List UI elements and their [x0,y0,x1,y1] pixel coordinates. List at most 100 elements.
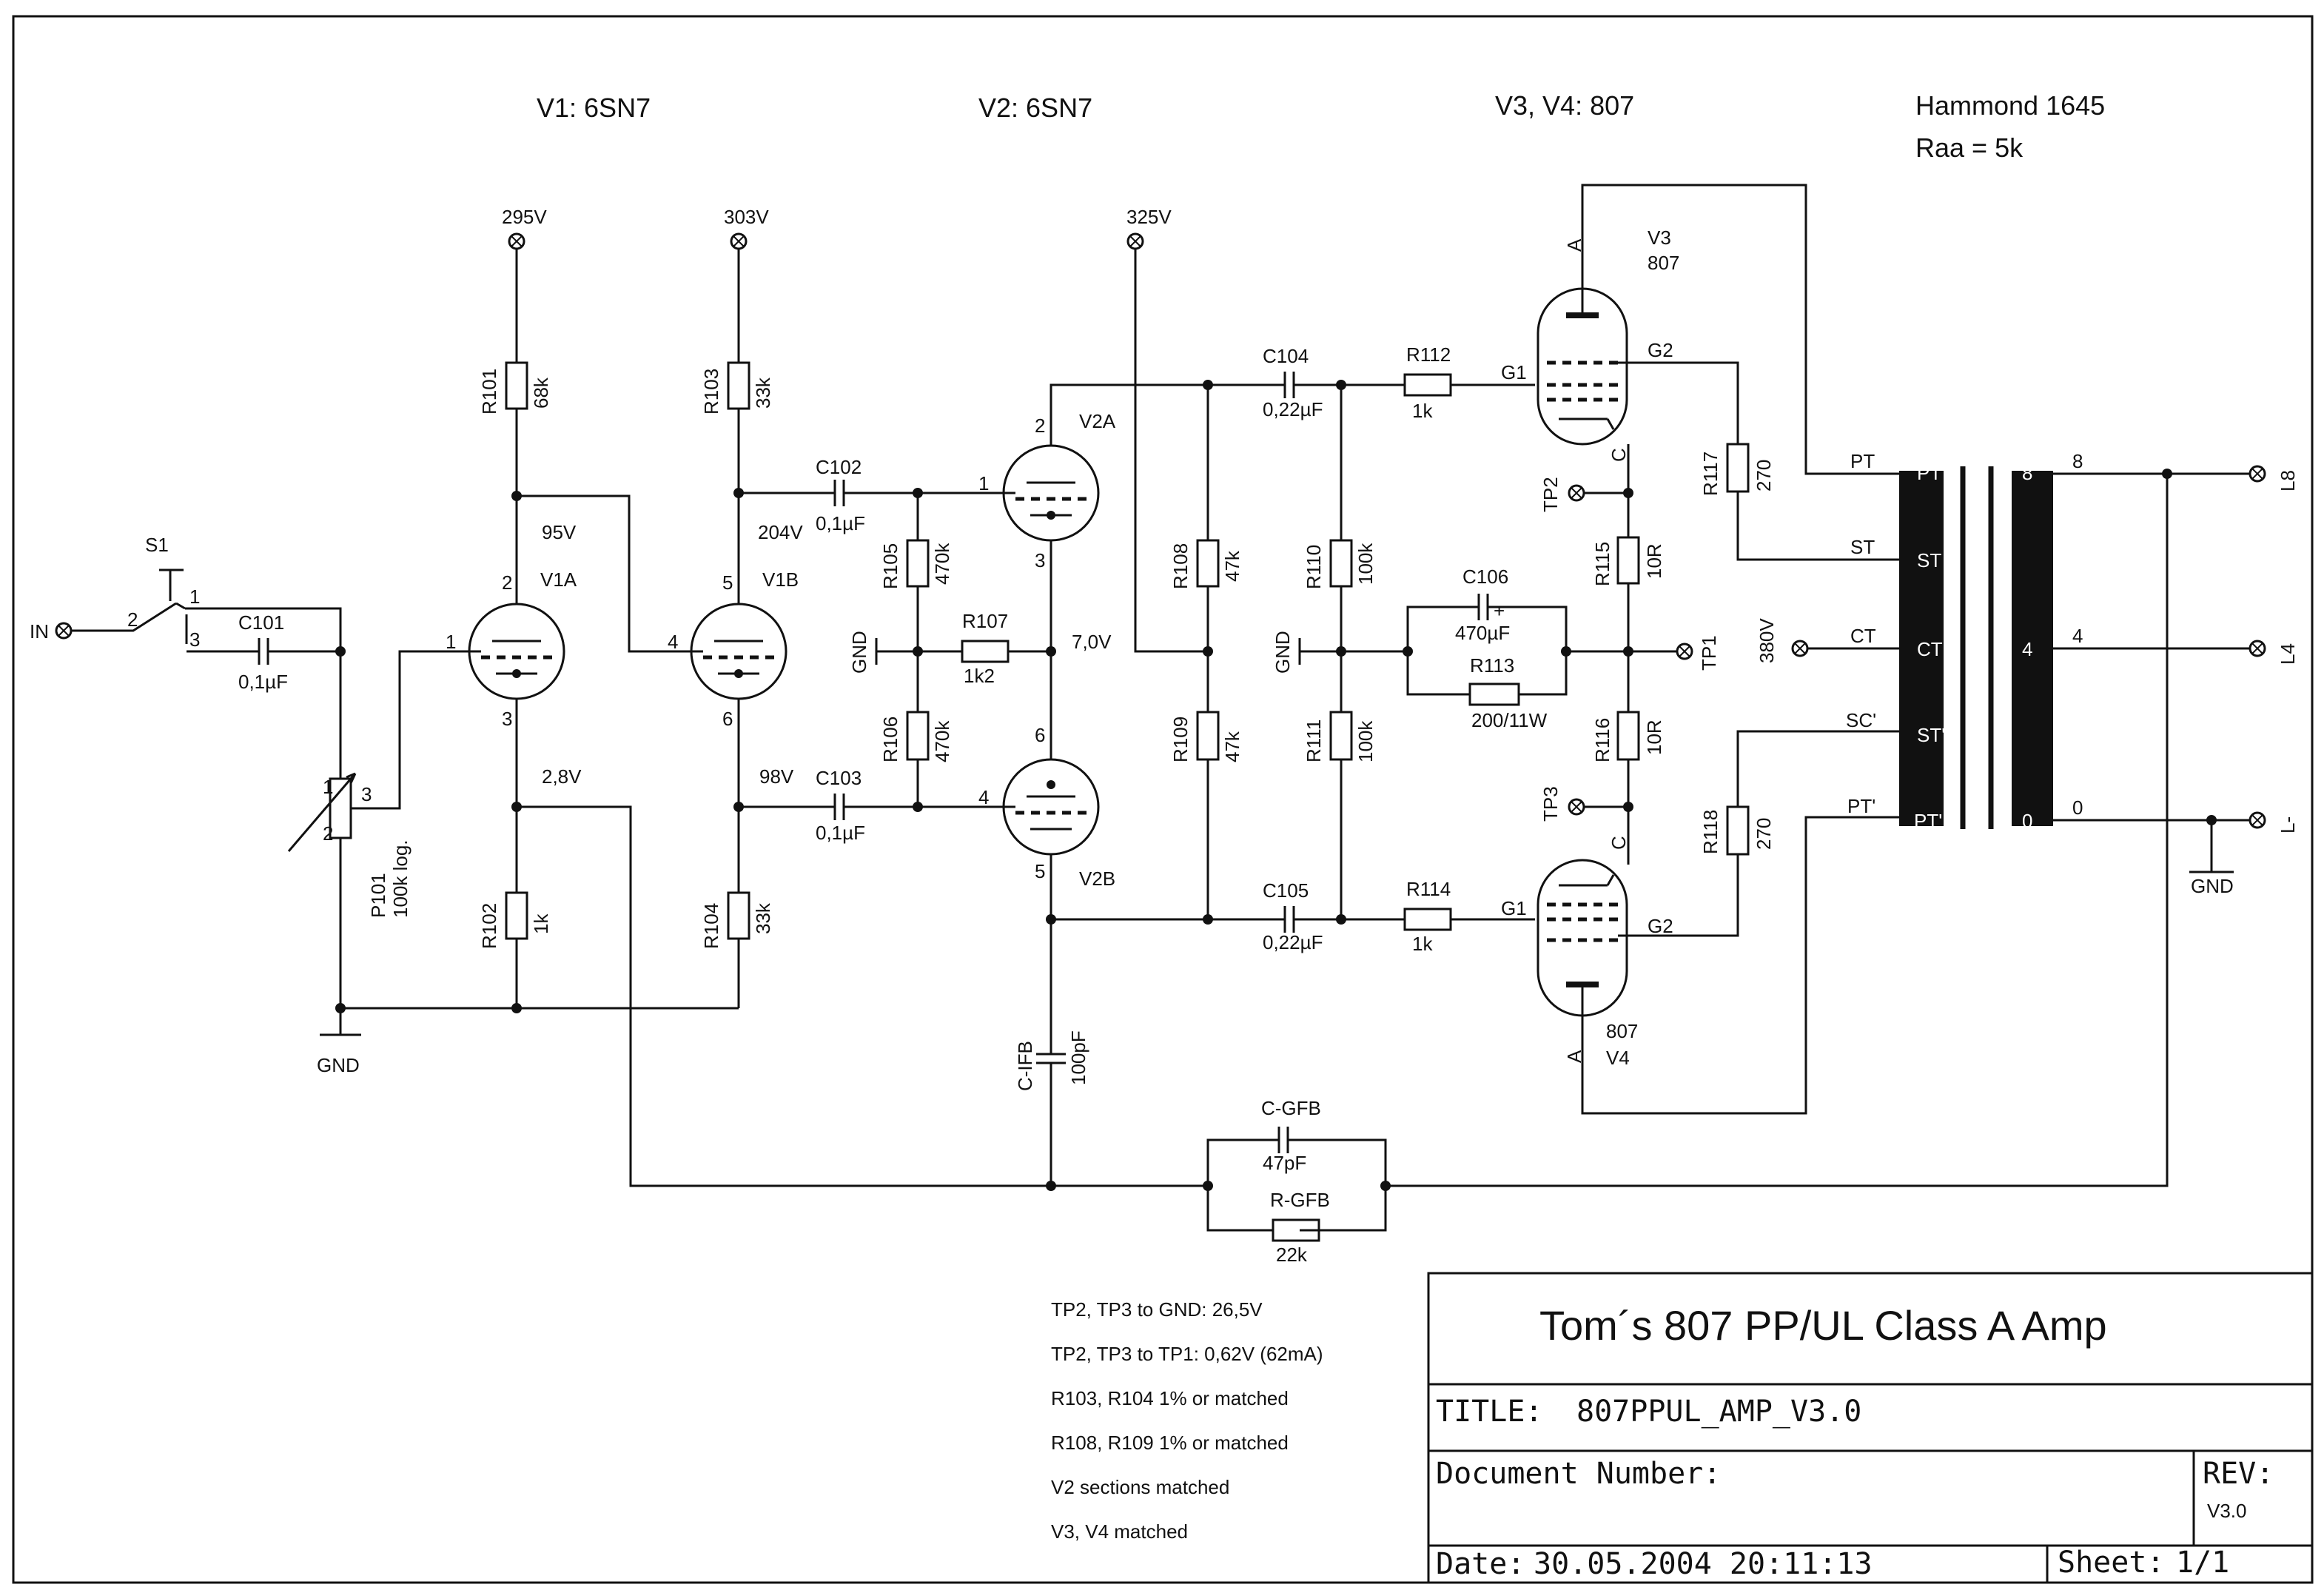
sheet-value: 1/1 [2176,1546,2229,1580]
svg-text:R112: R112 [1406,343,1451,366]
header-raa: Raa = 5k [1915,132,2024,163]
resistor-r110: R110 100k [1303,539,1377,589]
supply-325v: 325V [1126,206,1172,250]
svg-text:0,1µF: 0,1µF [816,822,865,844]
svg-text:0: 0 [2072,796,2083,819]
svg-text:C101: C101 [238,611,284,634]
svg-text:ST': ST' [1917,724,1945,746]
svg-text:4: 4 [978,786,989,808]
note-item: TP2, TP3 to GND: 26,5V [1051,1298,1263,1321]
svg-text:TP2: TP2 [1539,477,1562,512]
gnd-label: GND [317,1054,360,1076]
output-transformer: PT ST CT SC' PT' PT ST CT ST' PT' 8 4 0 [1846,450,2053,832]
voltage-95v: 95V [542,521,577,543]
tube-v2a: V2A 2 3 1 [977,410,1116,571]
svg-text:C102: C102 [816,456,862,478]
svg-text:470k: 470k [931,720,953,762]
capacitor-c106: + C106 470µF [1455,566,1510,644]
svg-text:IN: IN [30,620,49,643]
svg-text:47pF: 47pF [1263,1152,1306,1174]
svg-text:1: 1 [323,776,333,798]
testpoint-tp1: TP1 [1676,635,1720,671]
svg-text:G2: G2 [1648,339,1673,361]
resistor-r114: R114 1k [1403,878,1452,955]
svg-text:V2A: V2A [1079,410,1116,432]
resistor-r117: R117 270 [1699,443,1775,496]
svg-text:2: 2 [323,822,333,845]
capacitor-c104: C104 0,22µF [1263,345,1341,420]
resistor-r113: R113 200/11W [1468,654,1548,731]
svg-text:R104: R104 [700,903,722,949]
svg-text:Sheet:: Sheet: [2058,1546,2165,1580]
svg-text:V4: V4 [1606,1047,1630,1069]
supply-380v: 380V [1756,618,1809,663]
voltage-7-0v: 7,0V [1072,631,1112,653]
svg-text:R113: R113 [1470,654,1514,677]
svg-text:3: 3 [1035,549,1045,571]
switch-s1: S1 1 3 [145,534,200,651]
svg-text:470µF: 470µF [1455,622,1510,644]
svg-text:ST: ST [1917,549,1941,571]
svg-text:R116: R116 [1591,718,1613,762]
resistor-r102: R102 1k [478,891,552,949]
testpoint-tp3: TP3 [1539,786,1628,822]
note-item: V2 sections matched [1051,1476,1229,1498]
svg-text:3: 3 [502,708,512,730]
svg-text:V1B: V1B [762,568,799,591]
svg-text:807: 807 [1606,1020,1638,1042]
potentiometer-p101: 1 3 2 P101 100k log. [287,650,459,918]
svg-text:270: 270 [1753,460,1775,492]
svg-text:R115: R115 [1591,542,1613,586]
svg-text:4: 4 [2022,638,2032,660]
svg-text:6: 6 [722,708,733,730]
svg-text:0,1µF: 0,1µF [816,512,865,534]
svg-text:33k: 33k [752,377,774,409]
header-v3-v4: V3, V4: 807 [1495,90,1634,121]
svg-text:L-: L- [2277,816,2299,833]
svg-text:100k log.: 100k log. [389,839,412,918]
voltage-204v: 204V [758,521,803,543]
title-block: Tom´s 807 PP/UL Class A Amp TITLE: 807PP… [1427,1272,2314,1584]
svg-text:200/11W: 200/11W [1471,709,1548,731]
svg-text:22k: 22k [1276,1244,1308,1266]
voltage-98v: 98V [759,765,794,788]
supply-295v: 295V [502,206,547,250]
rev-value: V3.0 [2207,1500,2247,1522]
tube-v1b: V1B 5 6 [666,568,799,730]
svg-text:A: A [1563,238,1585,252]
svg-text:C-IFB: C-IFB [1014,1041,1036,1091]
svg-text:33k: 33k [752,902,774,934]
svg-text:C: C [1608,448,1630,462]
svg-text:PT': PT' [1847,795,1875,817]
svg-text:2: 2 [127,608,138,631]
svg-text:10R: 10R [1643,543,1665,579]
svg-text:C: C [1608,836,1630,850]
svg-text:R114: R114 [1406,878,1451,900]
capacitor-c102: C102 0,1µF [816,456,918,534]
svg-text:R106: R106 [879,717,901,762]
resistor-r104: R104 33k [700,891,774,949]
svg-text:8: 8 [2022,462,2032,484]
svg-text:PT': PT' [1914,810,1942,832]
svg-text:2: 2 [1035,415,1045,437]
resistor-r111: R111 100k [1303,711,1377,762]
svg-text:100k: 100k [1354,543,1377,585]
svg-text:R111: R111 [1303,719,1325,762]
resistor-r105: R105 470k [879,539,953,589]
svg-text:47k: 47k [1221,550,1243,582]
supply-303v: 303V [724,206,769,250]
date-value: 30.05.2004 20:11:13 [1534,1547,1873,1581]
svg-text:ST: ST [1850,536,1875,558]
svg-text:2: 2 [502,571,512,594]
tube-v1a: V1A 2 3 [459,568,577,730]
svg-text:470k: 470k [931,543,953,585]
svg-text:C106: C106 [1462,566,1508,588]
header-v2: V2: 6SN7 [978,93,1092,123]
output-terminal-l8: L8 [2249,465,2299,492]
resistor-r118: R118 270 [1699,805,1775,856]
svg-text:C103: C103 [816,767,862,789]
svg-text:380V: 380V [1756,618,1778,663]
svg-text:0,22µF: 0,22µF [1263,398,1323,420]
svg-text:Document Number:: Document Number: [1436,1457,1721,1491]
